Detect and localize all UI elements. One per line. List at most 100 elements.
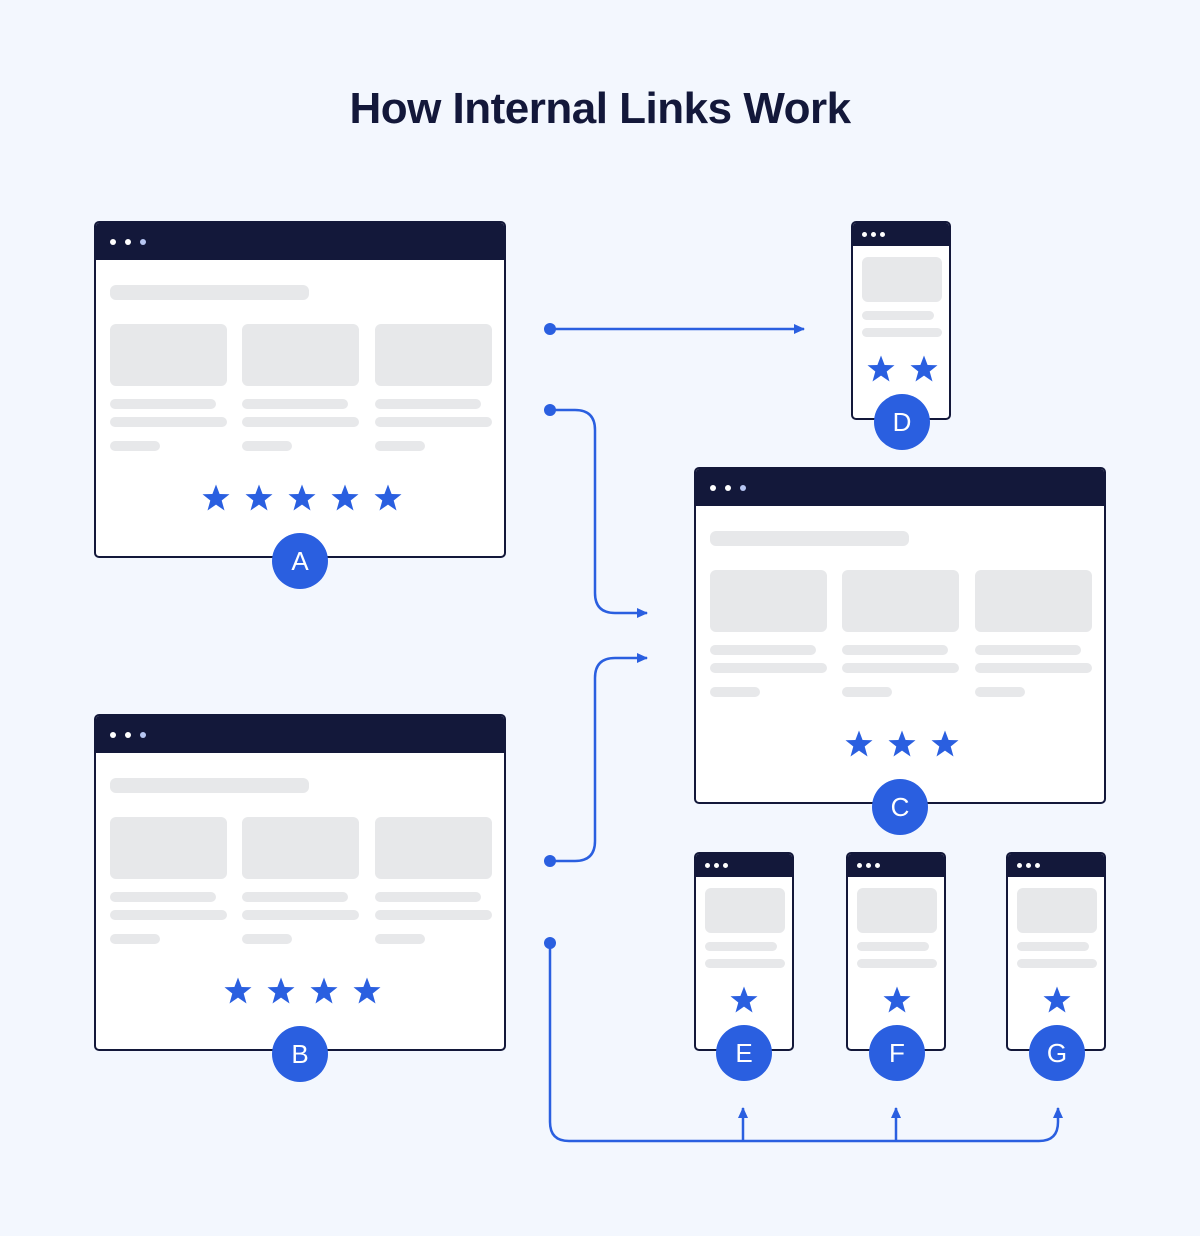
page-badge-e: E bbox=[716, 1025, 772, 1081]
star-icon bbox=[267, 977, 294, 1004]
placeholder-line bbox=[857, 959, 937, 968]
window-titlebar bbox=[853, 223, 949, 246]
star-icon bbox=[1043, 986, 1071, 1013]
link-a-to-c bbox=[550, 408, 648, 618]
placeholder-line bbox=[705, 959, 785, 968]
placeholder-heading bbox=[710, 531, 909, 546]
placeholder-line bbox=[242, 934, 292, 944]
window-dot bbox=[140, 731, 146, 738]
page-g-window: G bbox=[1006, 852, 1106, 1081]
window-dot bbox=[725, 484, 731, 491]
placeholder-line bbox=[242, 417, 359, 427]
page-badge-c: C bbox=[872, 779, 928, 835]
placeholder-line bbox=[975, 687, 1025, 697]
link-start-dot-b2 bbox=[544, 937, 556, 949]
star-icon bbox=[310, 977, 337, 1004]
link-start-dot-b1 bbox=[544, 855, 556, 867]
window-dots-icon bbox=[110, 238, 116, 245]
star-icon bbox=[331, 484, 359, 511]
window-dot bbox=[875, 863, 880, 868]
star-icon bbox=[288, 484, 316, 511]
star-icon bbox=[224, 977, 251, 1004]
star-icon bbox=[730, 986, 758, 1013]
window-titlebar bbox=[1008, 854, 1104, 877]
placeholder-line bbox=[110, 892, 216, 902]
placeholder-line bbox=[375, 892, 481, 902]
placeholder-line bbox=[842, 687, 892, 697]
window-dot bbox=[125, 731, 131, 738]
window-titlebar bbox=[96, 716, 504, 753]
page-badge-f: F bbox=[869, 1025, 925, 1081]
star-icon bbox=[888, 730, 916, 757]
placeholder-line bbox=[242, 399, 348, 409]
placeholder-line bbox=[110, 417, 227, 427]
page-c-window: C bbox=[694, 467, 1106, 835]
placeholder-line bbox=[842, 663, 959, 673]
placeholder-card bbox=[375, 817, 492, 879]
window-dot bbox=[140, 238, 146, 245]
page-badge-a: A bbox=[272, 533, 328, 589]
window-dot bbox=[1026, 863, 1031, 868]
star-icon bbox=[245, 484, 273, 511]
placeholder-card bbox=[842, 570, 959, 632]
star-icon bbox=[353, 977, 380, 1004]
placeholder-card bbox=[857, 888, 937, 933]
page-a-window: A bbox=[94, 221, 506, 589]
placeholder-line bbox=[862, 311, 934, 320]
placeholder-line bbox=[710, 645, 816, 655]
placeholder-card bbox=[110, 324, 227, 386]
placeholder-line bbox=[110, 934, 160, 944]
placeholder-heading bbox=[110, 285, 309, 300]
star-icon bbox=[845, 730, 873, 757]
placeholder-line bbox=[1017, 942, 1089, 951]
star-icon bbox=[910, 355, 937, 382]
placeholder-line bbox=[110, 910, 227, 920]
window-dot bbox=[880, 232, 885, 237]
window-titlebar bbox=[696, 854, 792, 877]
placeholder-line bbox=[375, 441, 425, 451]
placeholder-line bbox=[842, 645, 948, 655]
window-titlebar bbox=[848, 854, 944, 877]
star-icon bbox=[931, 730, 959, 757]
link-start-dot-a2 bbox=[544, 404, 556, 416]
placeholder-line bbox=[375, 934, 425, 944]
window-dots-icon bbox=[857, 863, 862, 868]
placeholder-line bbox=[862, 328, 942, 337]
page-e-window: E bbox=[694, 852, 794, 1081]
placeholder-line bbox=[710, 687, 760, 697]
placeholder-card bbox=[110, 817, 227, 879]
link-b-to-c bbox=[550, 653, 648, 863]
placeholder-line bbox=[975, 663, 1092, 673]
placeholder-line bbox=[857, 942, 929, 951]
window-dot bbox=[871, 232, 876, 237]
placeholder-card bbox=[1017, 888, 1097, 933]
window-dot bbox=[740, 484, 746, 491]
placeholder-line bbox=[375, 910, 492, 920]
window-dot bbox=[1035, 863, 1040, 868]
star-icon bbox=[883, 986, 911, 1013]
window-dot bbox=[866, 863, 871, 868]
window-titlebar bbox=[696, 469, 1104, 506]
page-badge-g: G bbox=[1029, 1025, 1085, 1081]
placeholder-line bbox=[110, 441, 160, 451]
link-start-dot-a1 bbox=[544, 323, 556, 335]
placeholder-card bbox=[375, 324, 492, 386]
window-dots-icon bbox=[862, 232, 867, 237]
placeholder-card bbox=[242, 324, 359, 386]
placeholder-card bbox=[862, 257, 942, 302]
window-dots-icon bbox=[705, 863, 710, 868]
placeholder-line bbox=[242, 910, 359, 920]
window-titlebar bbox=[96, 223, 504, 260]
window-dots-icon bbox=[710, 484, 716, 491]
page-d-window: D bbox=[851, 221, 951, 450]
star-icon bbox=[867, 355, 894, 382]
page-f-window: F bbox=[846, 852, 946, 1081]
placeholder-line bbox=[705, 942, 777, 951]
page-b-window: B bbox=[94, 714, 506, 1082]
star-icon bbox=[374, 484, 402, 511]
window-dot bbox=[723, 863, 728, 868]
link-b-to-e-f-g bbox=[548, 943, 1063, 1143]
placeholder-heading bbox=[110, 778, 309, 793]
placeholder-line bbox=[242, 892, 348, 902]
window-dot bbox=[125, 238, 131, 245]
